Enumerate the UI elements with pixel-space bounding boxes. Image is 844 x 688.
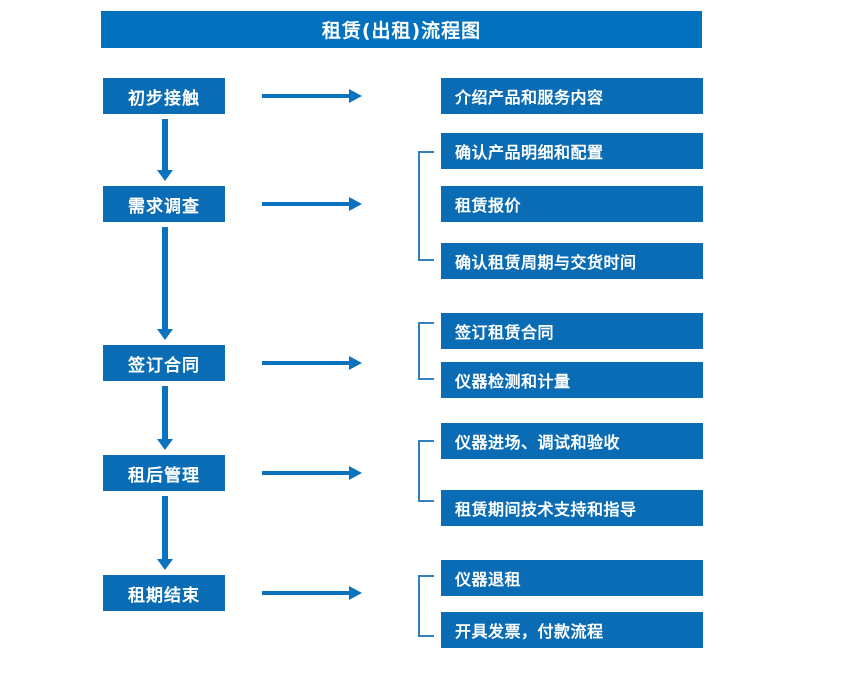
vertical-arrow-icon-3 <box>157 386 173 450</box>
detail-label-3-1: 签订租赁合同 <box>455 323 555 342</box>
detail-label-5-1: 仪器退租 <box>455 570 522 589</box>
group-bracket-5 <box>418 575 434 637</box>
detail-label-5-2: 开具发票，付款流程 <box>455 622 604 641</box>
detail-box-1-1[interactable]: 介绍产品和服务内容 <box>441 78 703 114</box>
stage-box-5[interactable]: 租期结束 <box>103 575 225 611</box>
page-title: 租赁(出租)流程图 <box>321 20 482 42</box>
stage-box-3[interactable]: 签订合同 <box>103 345 225 381</box>
horizontal-arrow-icon-4 <box>262 466 362 480</box>
detail-box-2-1[interactable]: 确认产品明细和配置 <box>441 133 703 169</box>
vertical-arrow-icon-2 <box>157 227 173 340</box>
group-bracket-2 <box>418 151 434 261</box>
detail-label-4-2: 租赁期间技术支持和指导 <box>455 500 637 519</box>
detail-label-2-2: 租赁报价 <box>455 196 522 215</box>
detail-box-4-1[interactable]: 仪器进场、调试和验收 <box>441 423 703 459</box>
stage-box-2[interactable]: 需求调查 <box>103 186 225 222</box>
detail-box-2-3[interactable]: 确认租赁周期与交货时间 <box>441 243 703 279</box>
detail-box-2-2[interactable]: 租赁报价 <box>441 186 703 222</box>
vertical-arrow-icon-1 <box>157 119 173 181</box>
detail-label-4-1: 仪器进场、调试和验收 <box>455 433 621 452</box>
stage-label-4: 租后管理 <box>128 465 200 486</box>
detail-label-3-2: 仪器检测和计量 <box>455 372 571 391</box>
detail-label-1-1: 介绍产品和服务内容 <box>455 88 604 107</box>
stage-label-1: 初步接触 <box>128 88 200 109</box>
chart-title-bar: 租赁(出租)流程图 <box>101 11 702 48</box>
group-bracket-3 <box>418 322 434 380</box>
horizontal-arrow-icon-5 <box>262 586 362 600</box>
stage-label-5: 租期结束 <box>128 585 200 606</box>
horizontal-arrow-icon-2 <box>262 197 362 211</box>
detail-box-5-1[interactable]: 仪器退租 <box>441 560 703 596</box>
detail-label-2-1: 确认产品明细和配置 <box>455 143 604 162</box>
stage-label-3: 签订合同 <box>128 355 200 376</box>
stage-label-2: 需求调查 <box>128 196 200 217</box>
horizontal-arrow-icon-1 <box>262 89 362 103</box>
stage-box-4[interactable]: 租后管理 <box>103 455 225 491</box>
stage-box-1[interactable]: 初步接触 <box>103 78 225 114</box>
detail-label-2-3: 确认租赁周期与交货时间 <box>455 253 637 272</box>
detail-box-4-2[interactable]: 租赁期间技术支持和指导 <box>441 490 703 526</box>
detail-box-3-2[interactable]: 仪器检测和计量 <box>441 362 703 398</box>
vertical-arrow-icon-4 <box>157 496 173 570</box>
horizontal-arrow-icon-3 <box>262 356 362 370</box>
group-bracket-4 <box>418 440 434 502</box>
detail-box-3-1[interactable]: 签订租赁合同 <box>441 313 703 349</box>
detail-box-5-2[interactable]: 开具发票，付款流程 <box>441 612 703 648</box>
